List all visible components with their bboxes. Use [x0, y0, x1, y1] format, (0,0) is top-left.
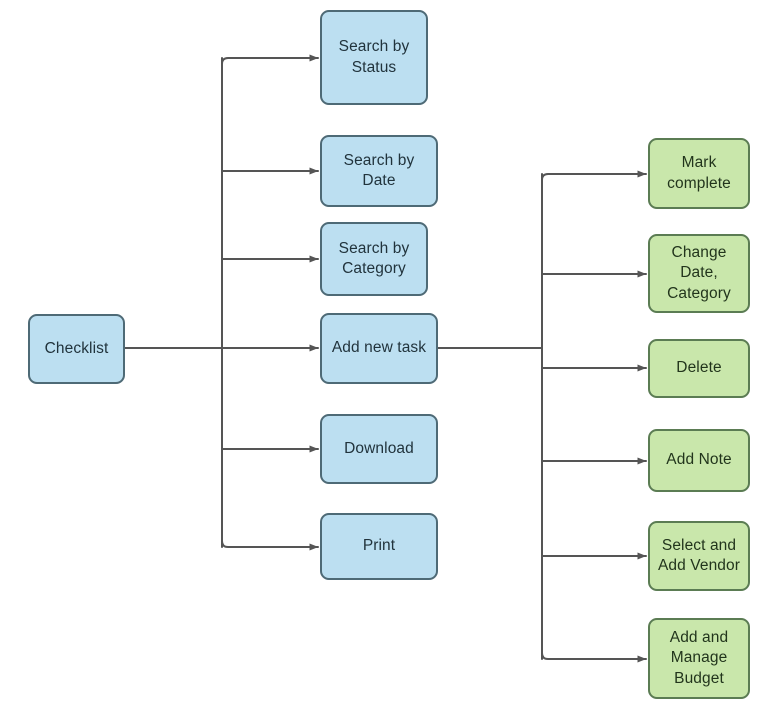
node-checklist[interactable]: Checklist: [28, 314, 125, 384]
node-search-by-category[interactable]: Search by Category: [320, 222, 428, 296]
node-search-by-status[interactable]: Search by Status: [320, 10, 428, 105]
edge-to-print: [221, 540, 319, 551]
node-delete-label: Delete: [676, 359, 722, 377]
node-download[interactable]: Download: [320, 414, 438, 484]
node-add-note-label: Add Note: [666, 451, 732, 469]
node-checklist-label: Checklist: [44, 339, 109, 357]
node-add-new-task[interactable]: Add new task: [320, 313, 438, 384]
node-add-new-task-label: Add new task: [331, 339, 427, 357]
node-search-by-date-label: Search by Date: [343, 151, 415, 189]
node-add-and-manage-budget[interactable]: Add and Manage Budget: [648, 618, 750, 699]
node-print-label: Print: [362, 537, 396, 555]
node-search-by-date[interactable]: Search by Date: [320, 135, 438, 207]
edge-to-mark-complete: [541, 170, 647, 181]
node-add-and-manage-budget-label: Add and Manage Budget: [669, 629, 729, 687]
node-select-and-add-vendor[interactable]: Select and Add Vendor: [648, 521, 750, 591]
node-select-and-add-vendor-label: Select and Add Vendor: [657, 536, 740, 574]
node-mark-complete-label: Mark complete: [667, 154, 731, 192]
node-delete[interactable]: Delete: [648, 339, 750, 398]
edge-to-add-manage-budget: [541, 652, 647, 663]
node-change-date-category[interactable]: Change Date, Category: [648, 234, 750, 313]
node-download-label: Download: [344, 439, 414, 457]
edge-to-search-by-status: [221, 54, 319, 65]
node-change-date-category-label: Change Date, Category: [667, 244, 731, 302]
node-search-by-category-label: Search by Category: [338, 239, 410, 277]
node-add-note[interactable]: Add Note: [648, 429, 750, 492]
node-search-by-status-label: Search by Status: [338, 38, 410, 76]
node-mark-complete[interactable]: Mark complete: [648, 138, 750, 209]
node-print[interactable]: Print: [320, 513, 438, 580]
